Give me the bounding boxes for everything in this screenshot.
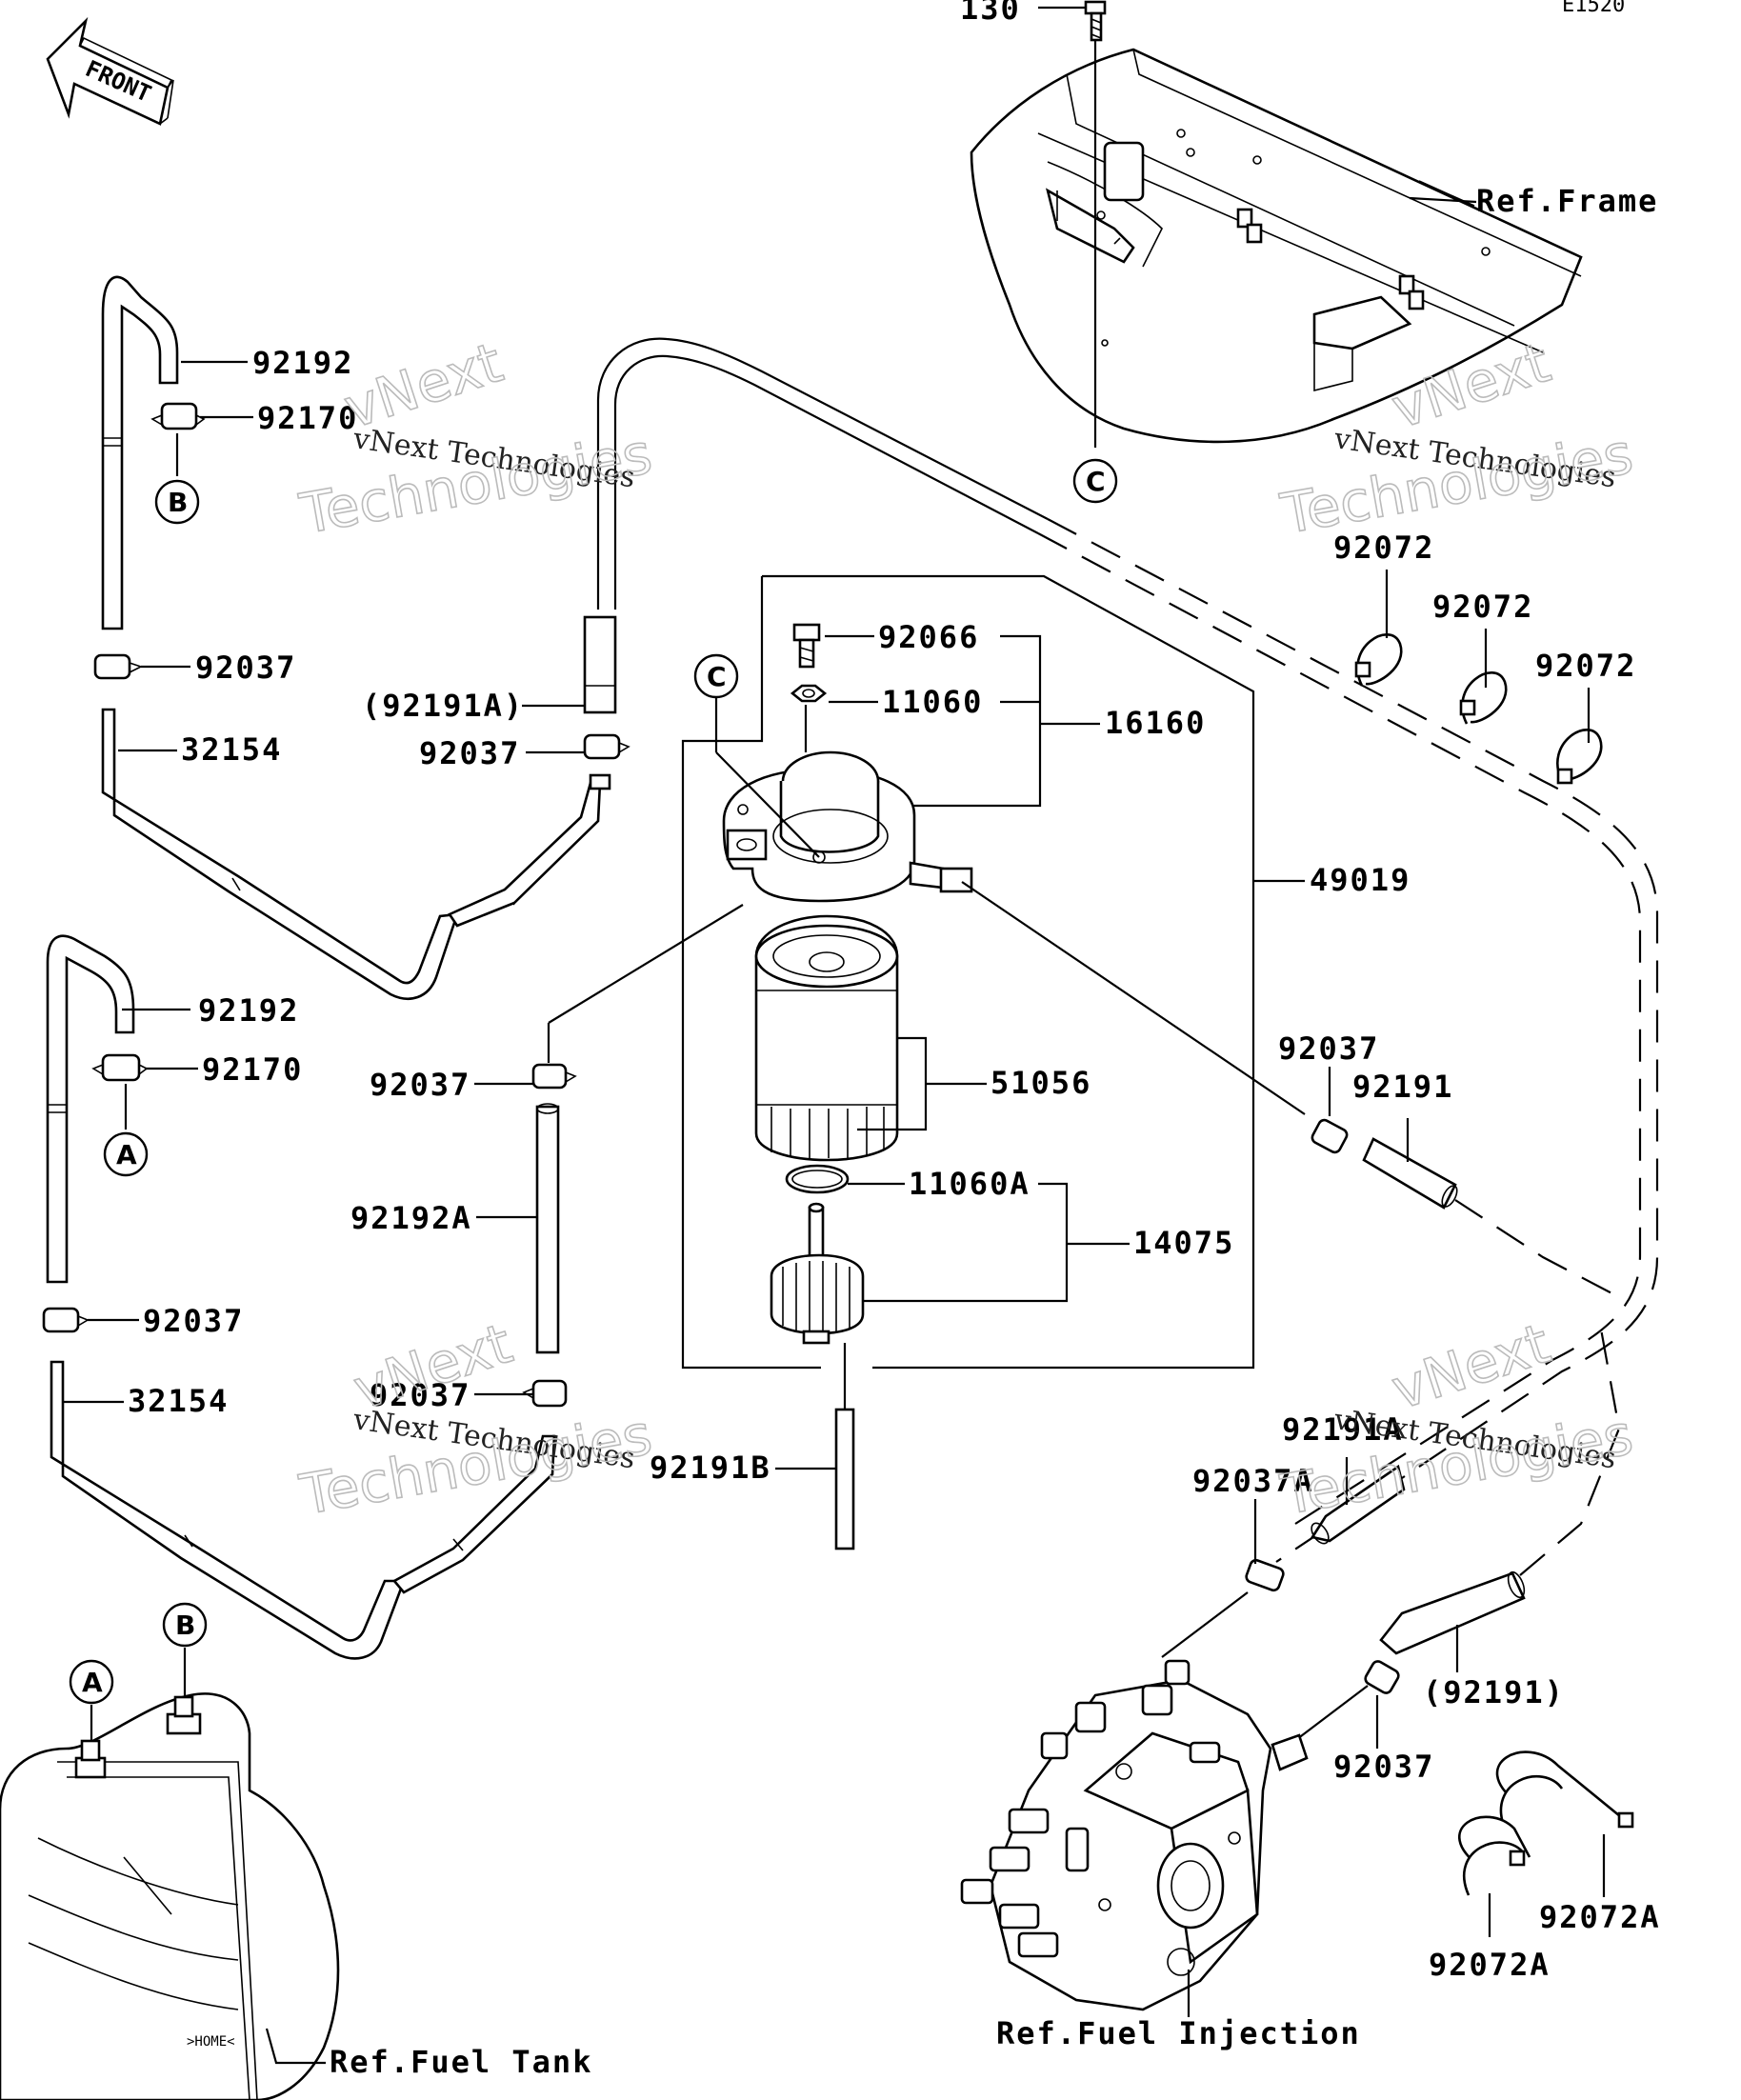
clamp-92037A [1245,1558,1285,1592]
label-32154-low: 32154 [128,1383,229,1419]
callout-c-filter-letter: C [707,661,727,692]
watermark-bottom-left: vNext vNext Technologies Technologies [294,1310,657,1528]
label-92037-pump: 92037 [1333,1749,1434,1785]
label-92037-low: 92037 [370,1377,470,1413]
label-92170-top: 92170 [257,400,358,436]
label-49019: 49019 [1310,862,1411,898]
clips-92072 [1354,632,1603,785]
label-92191B: 92191B [650,1450,771,1486]
label-92037-top: 92037 [195,650,296,686]
filter-cartridge-51056 [754,914,899,1162]
label-32154-top: 32154 [181,731,282,768]
ref-fuel-injection-label: Ref.Fuel Injection [996,2015,1361,2051]
label-92037-left: 92037 [370,1067,470,1103]
label-92037-bot: 92037 [143,1303,244,1339]
filter-head [722,750,973,903]
callout-a-top-letter: A [116,1139,137,1170]
label-92191A: 92191A [1282,1411,1404,1448]
fuel-injection-pump [960,1659,1309,2011]
callout-b-tank [162,1602,208,1648]
diagram-code: E1520 [1562,0,1625,17]
tank-marking: >HOME< [187,2034,235,2050]
label-92191: 92191 [1352,1069,1453,1105]
label-92037A: 92037A [1192,1463,1314,1499]
label-92037-mid: 92037 [419,735,520,771]
label-92192-low: 92192 [198,992,299,1029]
callout-a-tank [69,1659,114,1705]
callout-b-top [154,479,200,525]
label-92191A-paren: (92191A) [362,688,524,724]
label-92170-low: 92170 [202,1051,303,1088]
callout-c-frame-letter: C [1086,466,1106,497]
hose-92191 [1362,1137,1457,1210]
clamp-92037-left [531,1063,568,1090]
frame-assembly [970,48,1583,444]
label-16160: 16160 [1105,705,1206,741]
hose-set-upper: B [93,275,630,1000]
hose-92191A [1310,1464,1406,1545]
bolt-92066 [792,623,821,669]
label-92066: 92066 [878,619,979,655]
callout-c-frame [1072,458,1118,504]
label-11060A: 11060A [909,1166,1031,1202]
hose-92191B [834,1408,855,1550]
label-92072-b: 92072 [1432,589,1533,625]
label-130: 130 [960,0,1021,27]
label-92192A: 92192A [350,1200,472,1236]
label-92072A-b: 92072A [1429,1947,1551,1983]
label-92037-right: 92037 [1278,1030,1379,1067]
label-92192-top: 92192 [252,345,353,381]
hose-92192A [535,1105,560,1354]
clips-92072A [1457,1750,1634,1896]
clamp-92037-pump [1364,1660,1400,1694]
label-51056: 51056 [991,1065,1091,1101]
bolt-130: 130 [960,0,1107,448]
label-92191-paren: (92191) [1423,1674,1565,1710]
front-arrow: FRONT [46,16,174,126]
callout-b-tank-letter: B [175,1610,195,1641]
svg-text:vNext: vNext [1384,1310,1557,1422]
drain-cock-14075 [770,1202,865,1345]
label-92072-a: 92072 [1333,530,1434,566]
label-92072-c: 92072 [1535,648,1636,684]
hose-92191-paren [1379,1571,1526,1655]
hose-set-lower [42,934,556,1660]
ref-frame-label: Ref.Frame [1476,183,1658,219]
callout-b-top-letter: B [168,487,188,518]
ref-fuel-tank-label: Ref.Fuel Tank [330,2044,592,2080]
label-14075: 14075 [1133,1225,1234,1261]
label-11060: 11060 [882,684,983,720]
label-92072A-a: 92072A [1539,1899,1661,1935]
callout-a-top [103,1131,149,1177]
washer-11060 [790,684,828,703]
fuel-tank: >HOME< [0,1692,340,2100]
callout-a-tank-letter: A [82,1667,103,1698]
